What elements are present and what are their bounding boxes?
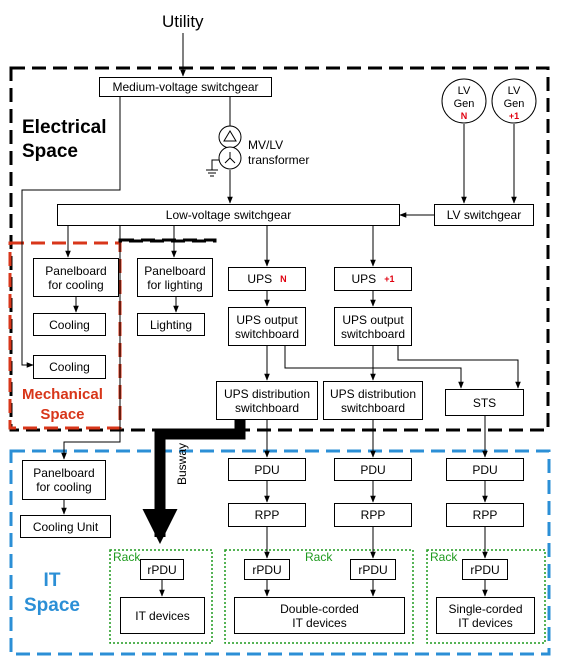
it-space-border [9,449,551,656]
ups-distribution-switchboard-1: UPS distribution switchboard [216,381,318,420]
rpp-3: RPP [446,503,524,527]
rack-border-2 [224,549,414,644]
busway-arrow [142,420,246,545]
lv-switchgear-main: Low-voltage switchgear [57,204,400,226]
electrical-space-border [9,66,550,432]
pdu-2: PDU [334,458,412,481]
mv-switchgear: Medium-voltage switchgear [99,77,272,97]
cooling-unit: Cooling Unit [20,515,111,538]
sts: STS [445,389,524,416]
ups-n-tag: N [280,274,287,284]
it-devices: IT devices [120,597,205,634]
rack-label-2: Rack [305,550,333,564]
panelboard-lighting: Panelboard for lighting [137,258,213,297]
rpdu-1: rPDU [140,559,184,580]
ups-output-switchboard-2: UPS output switchboard [334,307,412,346]
single-corded-it-devices: Single-corded IT devices [436,597,535,634]
rpdu-3: rPDU [350,559,396,580]
rack-label-3: Rack [430,550,458,564]
rack-border-3 [426,549,546,644]
ups-n: UPS N [228,267,306,291]
utility-label: Utility [162,12,204,31]
it-space-label: IT Space [24,570,80,616]
transformer-coil-top [218,125,242,149]
lv-switchgear-gen: LV switchgear [434,204,534,226]
rpp-2: RPP [334,503,412,527]
lv-gen-plus1-circle [491,78,537,124]
ups-plus1-label: UPS [351,272,377,286]
ups-plus1-tag: +1 [384,274,395,284]
ups-n-label: UPS [247,272,273,286]
lv-gen-plus1-tag: +1 [508,111,520,121]
pdu-3: PDU [446,458,524,481]
lv-gen-plus1-label: LV Gen [503,85,525,110]
lv-gen-n-tag: N [460,111,468,121]
busway-label: Busway [175,442,189,485]
rack-label-1: Rack [113,550,141,564]
lv-gen-n-circle [441,78,487,124]
mechanical-electrical-overlap [118,238,217,243]
it-panelboard-cooling: Panelboard for cooling [22,460,106,500]
double-corded-it-devices: Double-corded IT devices [234,597,405,634]
mechanical-cooling-2: Cooling [33,355,106,379]
lv-gen-n-label: LV Gen [453,85,475,110]
mechanical-space-label: Mechanical Space [22,386,103,423]
rpdu-2: rPDU [244,559,290,580]
lighting: Lighting [137,313,205,336]
ups-distribution-switchboard-2: UPS distribution switchboard [323,381,423,420]
rack-border-1 [109,549,213,644]
mechanical-panelboard-cooling: Panelboard for cooling [33,258,119,297]
transformer-label: MV/LV transformer [248,138,310,167]
ups-plus1: UPS +1 [334,267,412,291]
rpp-1: RPP [228,503,306,527]
rpdu-4: rPDU [462,559,508,580]
ups-output-switchboard-1: UPS output switchboard [228,307,306,346]
electrical-space-label: Electrical Space [22,117,107,162]
mechanical-cooling-1: Cooling [33,313,106,336]
pdu-1: PDU [228,458,306,481]
